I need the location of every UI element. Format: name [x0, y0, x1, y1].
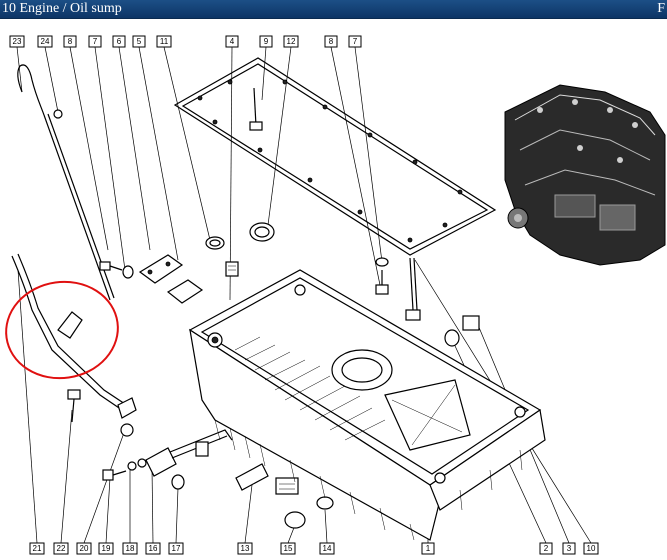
callout-15: 15 [280, 542, 296, 555]
page-title: 10 Engine / Oil sump [2, 1, 122, 16]
callout-17: 17 [168, 542, 184, 555]
svg-text:13: 13 [241, 544, 250, 553]
callout-11: 11 [156, 35, 172, 48]
svg-text:18: 18 [126, 544, 135, 553]
svg-text:8: 8 [68, 37, 73, 46]
svg-text:7: 7 [353, 37, 358, 46]
callout-21: 21 [29, 542, 45, 555]
callout-10: 10 [583, 542, 599, 555]
svg-text:24: 24 [41, 37, 50, 46]
leader-lines [16, 46, 592, 544]
callout-18: 18 [122, 542, 138, 555]
window-title-bar: 10 Engine / Oil sump F [0, 0, 667, 19]
callout-12: 12 [283, 35, 299, 48]
svg-text:11: 11 [160, 37, 169, 46]
svg-text:6: 6 [117, 37, 122, 46]
callout-13: 13 [237, 542, 253, 555]
svg-text:5: 5 [137, 37, 142, 46]
highlight-ellipse [5, 280, 119, 380]
engine-block-illustration [504, 84, 666, 266]
svg-text:12: 12 [287, 37, 296, 46]
callout-14: 14 [319, 542, 335, 555]
svg-text:7: 7 [93, 37, 98, 46]
callout-8-left: 8 [63, 35, 77, 48]
callout-16: 16 [145, 542, 161, 555]
title-right-mark: F [657, 1, 665, 16]
svg-text:3: 3 [567, 544, 572, 553]
svg-text:2: 2 [544, 544, 549, 553]
callout-7-left: 7 [88, 35, 102, 48]
svg-text:20: 20 [80, 544, 89, 553]
svg-text:21: 21 [33, 544, 42, 553]
callout-20: 20 [76, 542, 92, 555]
callout-8-right: 8 [324, 35, 338, 48]
svg-text:23: 23 [13, 37, 22, 46]
svg-text:16: 16 [149, 544, 158, 553]
svg-text:8: 8 [329, 37, 334, 46]
callout-22: 22 [53, 542, 69, 555]
svg-text:22: 22 [57, 544, 66, 553]
svg-text:1: 1 [426, 544, 431, 553]
dipstick-guide-tube [11, 253, 137, 437]
callout-5: 5 [132, 35, 146, 48]
oil-sump-body [188, 269, 546, 541]
svg-text:10: 10 [587, 544, 596, 553]
callout-4: 4 [225, 35, 239, 48]
callout-23: 23 [9, 35, 25, 48]
svg-text:9: 9 [264, 37, 269, 46]
svg-text:15: 15 [284, 544, 293, 553]
svg-text:17: 17 [172, 544, 181, 553]
oil-sump-diagram: 23 24 8 7 6 5 11 4 9 12 8 7 21 22 20 19 … [5, 35, 666, 555]
callout-19: 19 [98, 542, 114, 555]
small-parts [67, 87, 480, 529]
callout-7-right: 7 [348, 35, 362, 48]
callout-2: 2 [539, 542, 553, 555]
sump-gasket [173, 57, 497, 256]
callout-1: 1 [421, 542, 435, 555]
svg-text:4: 4 [230, 37, 235, 46]
callout-3: 3 [562, 542, 576, 555]
svg-text:14: 14 [323, 544, 332, 553]
callout-9: 9 [259, 35, 273, 48]
callout-24: 24 [37, 35, 53, 48]
callout-6: 6 [112, 35, 126, 48]
svg-text:19: 19 [102, 544, 111, 553]
